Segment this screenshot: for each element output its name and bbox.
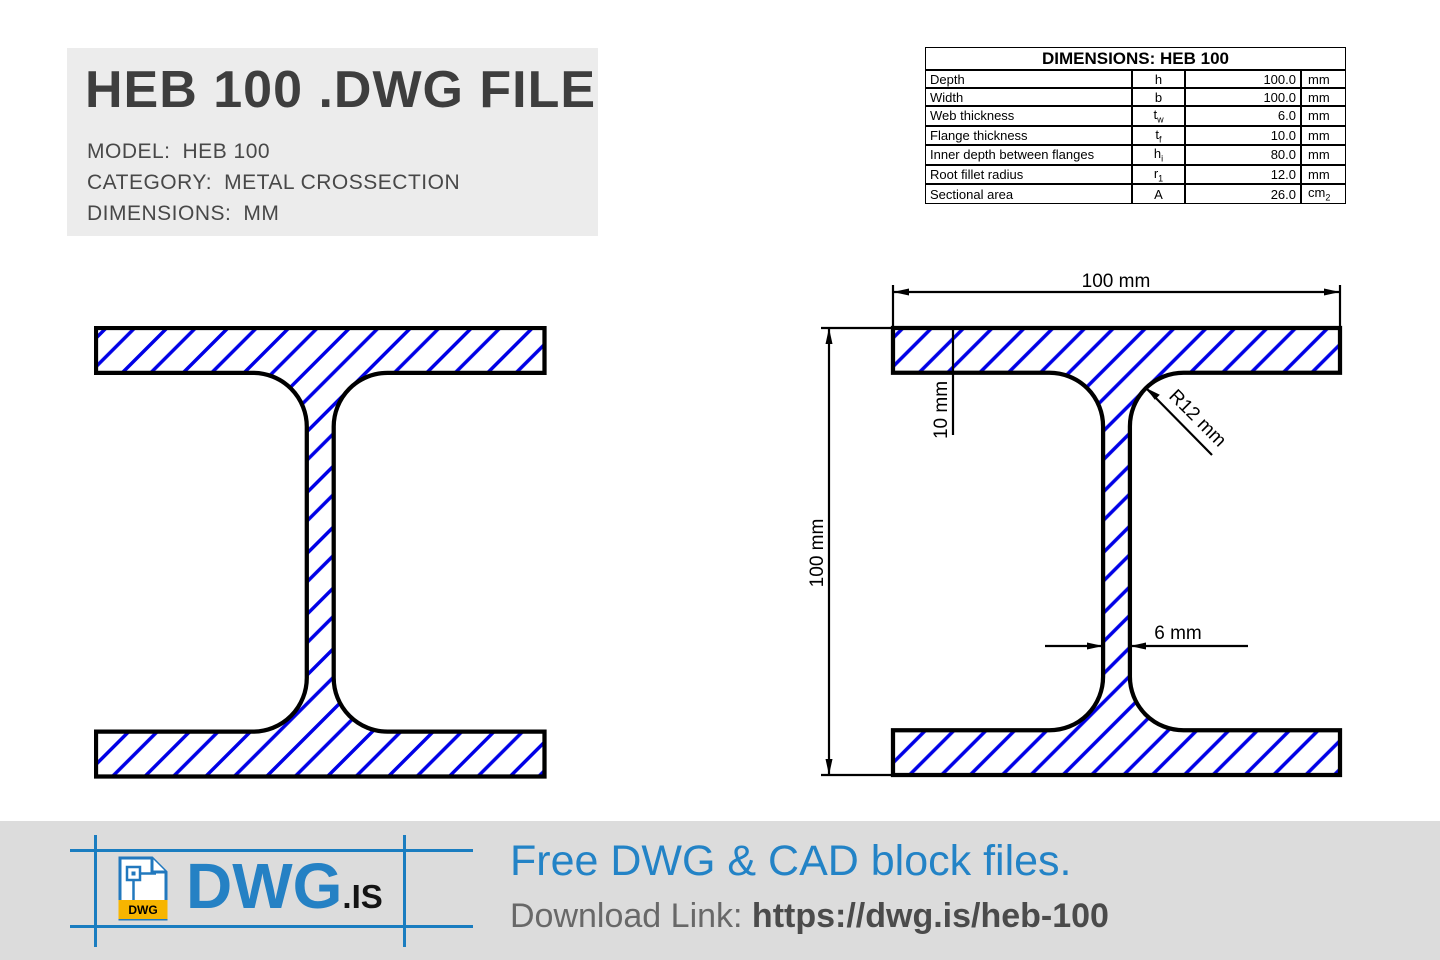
download-line: Download Link: https://dwg.is/heb-100	[510, 899, 1109, 933]
table-cell-symbol: tf	[1132, 125, 1185, 146]
dimension-radius-leader	[1145, 387, 1213, 456]
meta-value: METAL CROSSECTION	[224, 171, 461, 194]
heb100-cross-section-plain	[94, 326, 547, 779]
table-cell-symbol: A	[1132, 184, 1185, 204]
arrowhead	[1324, 288, 1340, 296]
table-cell-label: Root fillet radius	[925, 164, 1132, 185]
dwg-is-logo[interactable]: DWG.IS	[186, 854, 383, 918]
table-cell-label: Width	[925, 88, 1132, 106]
meta-value: HEB 100	[182, 140, 271, 163]
dim-flange-label: 10 mm	[931, 381, 952, 439]
arrowhead	[1146, 388, 1160, 400]
table-title-row: DIMENSIONS: HEB 100	[925, 47, 1346, 70]
meta-row: MODEL: HEB 100	[87, 136, 460, 167]
table-cell-symbol: r1	[1132, 164, 1185, 185]
table-cell-value: 10.0	[1185, 125, 1301, 146]
table-title: DIMENSIONS: HEB 100	[925, 47, 1346, 70]
crosshair-line-right	[403, 835, 406, 947]
i-beam-outline	[94, 326, 547, 779]
table-cell-unit: mm	[1301, 70, 1346, 88]
table-cell-unit: mm	[1301, 88, 1346, 106]
table-cell-value: 80.0	[1185, 145, 1301, 165]
crosshair-line-left	[94, 835, 97, 947]
table-cell-symbol: hi	[1132, 145, 1185, 165]
arrowhead	[893, 288, 909, 296]
table-cell-unit: mm	[1301, 125, 1346, 146]
table-cell-value: 12.0	[1185, 164, 1301, 185]
arrowhead	[1087, 642, 1103, 650]
table-cell-value: 6.0	[1185, 106, 1301, 126]
table-cell-value: 100.0	[1185, 70, 1301, 88]
dim-height-label: 100 mm	[808, 519, 828, 588]
table-cell-unit: mm	[1301, 164, 1346, 185]
page-title: HEB 100 .DWG FILE	[85, 61, 597, 119]
meta-row: DIMENSIONS: MM	[87, 198, 460, 229]
download-label: Download Link:	[510, 897, 752, 935]
i-beam-outline	[890, 325, 1343, 778]
table-cell-label: Web thickness	[925, 106, 1132, 126]
table-cell-label: Sectional area	[925, 184, 1132, 204]
table-cell-symbol: tw	[1132, 106, 1185, 126]
table-cell-unit: mm	[1301, 106, 1346, 126]
logo-text-is: .IS	[342, 878, 383, 915]
table-cell-unit: mm	[1301, 145, 1346, 165]
dwg-icon-label: DWG	[128, 903, 157, 917]
meta-value: MM	[243, 202, 280, 225]
meta-label: CATEGORY:	[87, 171, 213, 194]
meta-row: CATEGORY: METAL CROSSECTION	[87, 167, 460, 198]
arrowhead	[825, 759, 833, 775]
table-cell-label: Flange thickness	[925, 125, 1132, 146]
arrowhead	[1130, 642, 1146, 650]
dim-width-label: 100 mm	[1082, 271, 1151, 292]
table-cell-symbol: h	[1132, 70, 1185, 88]
logo-text-dwg: DWG	[186, 850, 343, 922]
download-url-link[interactable]: https://dwg.is/heb-100	[751, 897, 1109, 935]
meta-label: DIMENSIONS:	[87, 202, 232, 225]
dimension-height	[821, 326, 893, 777]
table-cell-unit: cm2	[1301, 184, 1346, 204]
table-cell-value: 26.0	[1185, 184, 1301, 204]
crosshair-line-bottom	[70, 925, 473, 928]
table-cell-label: Depth	[925, 70, 1132, 88]
heb100-cross-section-annotated: 100 mm 100 mm 10 mm R12 mm 6 mm	[808, 271, 1343, 778]
footer: DWG DWG.IS Free DWG & CAD block files. D…	[0, 821, 1440, 960]
meta-label: MODEL:	[87, 140, 171, 163]
arrowhead	[825, 328, 833, 344]
crosshair-line-top	[70, 849, 473, 852]
dimension-width	[891, 285, 1342, 326]
dwg-file-icon[interactable]: DWG	[117, 855, 169, 922]
dim-web-label: 6 mm	[1154, 623, 1202, 644]
footer-tagline: Free DWG & CAD block files.	[510, 837, 1072, 885]
table-cell-value: 100.0	[1185, 88, 1301, 106]
table-cell-symbol: b	[1132, 88, 1185, 106]
table-cell-label: Inner depth between flanges	[925, 145, 1132, 165]
